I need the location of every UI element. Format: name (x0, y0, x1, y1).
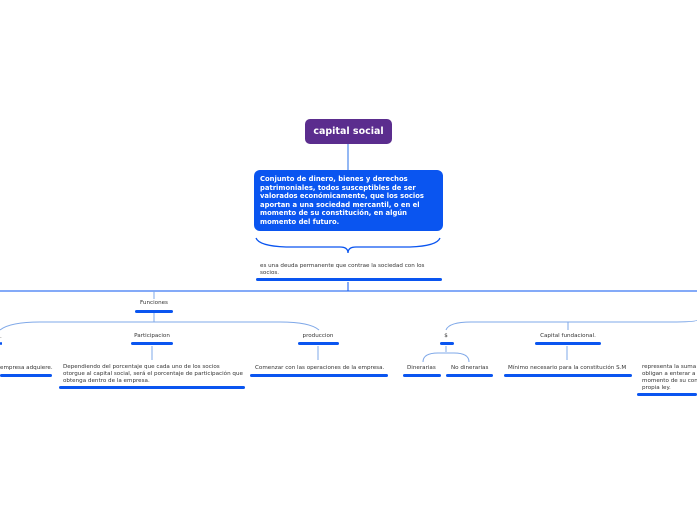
produccion-label[interactable]: produccion (302, 333, 334, 339)
no-dinerarias-label[interactable]: No dinerarias (451, 365, 489, 371)
participacion-desc: Dependiendo del porcentaje que cada uno … (63, 364, 243, 384)
produccion-desc-underline (250, 374, 388, 377)
debt-note-text: es una deuda permanente que contrae la s… (260, 263, 425, 276)
capital-fundacional-desc: Mínimo necesario para la constitución S.… (508, 365, 627, 371)
left-partial-desc-underline (0, 374, 52, 377)
funciones-label[interactable]: Funciones (140, 300, 168, 306)
produccion-desc: Comenzar con las operaciones de la empre… (255, 365, 385, 371)
definition-node[interactable]: Conjunto de dinero, bienes y derechos pa… (254, 170, 443, 231)
left-partial-underline (0, 342, 2, 345)
capital-fundacional-underline (535, 342, 601, 345)
no-dinerarias-underline (446, 374, 493, 377)
participacion-underline (131, 342, 173, 345)
dinerarias-underline (403, 374, 441, 377)
debt-note-underline (256, 278, 442, 281)
dinerarias-label[interactable]: Dinerarias (407, 365, 436, 371)
dollar-underline (440, 342, 454, 345)
right-partial-desc: representa la suma obligan a enterar a l… (642, 364, 697, 391)
root-node-capital-social[interactable]: capital social (305, 119, 392, 144)
left-partial-stub: · (0, 335, 2, 341)
participacion-desc-underline (59, 386, 245, 389)
participacion-label[interactable]: Participacion (134, 333, 170, 339)
dollar-label[interactable]: $ (444, 333, 448, 339)
produccion-underline (298, 342, 339, 345)
left-partial-desc: empresa adquiere. (0, 365, 53, 371)
right-partial-desc-underline (637, 393, 697, 396)
funciones-underline (135, 310, 173, 313)
capital-fundacional-desc-underline (504, 374, 632, 377)
capital-fundacional-label[interactable]: Capital fundacional. (540, 333, 596, 339)
